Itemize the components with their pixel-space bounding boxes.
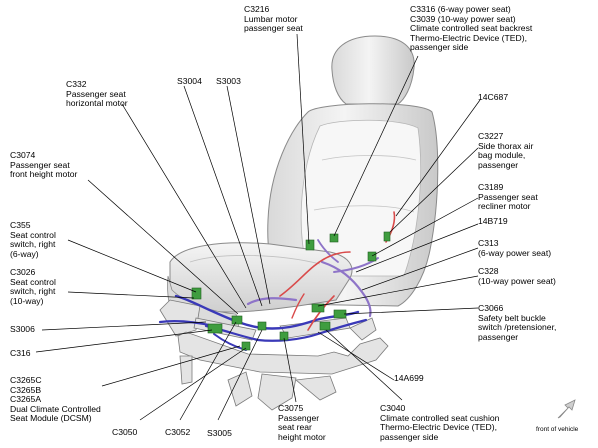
label-c355: C355 Seat control switch, right (6-way) xyxy=(10,220,56,259)
label-14b719: 14B719 xyxy=(478,216,508,226)
label-c3066: C3066 Safety belt buckle switch /pretens… xyxy=(478,303,557,342)
connector-s3005 xyxy=(257,321,267,331)
label-14a699: 14A699 xyxy=(394,373,424,383)
label-c3216: C3216 Lumbar motor passenger seat xyxy=(244,4,303,34)
label-c3074: C3074 Passenger seat front height motor xyxy=(10,150,78,180)
connector-c328 xyxy=(311,303,325,313)
label-s3003: S3003 xyxy=(216,76,241,86)
label-14c687: 14C687 xyxy=(478,92,509,102)
label-c3227: C3227 Side thorax air bag module, passen… xyxy=(478,131,534,170)
label-c3189: C3189 Passenger seat recliner motor xyxy=(478,182,538,212)
label-dcsm: C3265C C3265B C3265A Dual Climate Contro… xyxy=(10,375,101,424)
label-c316: C316 xyxy=(10,348,31,358)
label-c3026: C3026 Seat control switch, right (10-way… xyxy=(10,267,56,306)
label-c3050: C3050 xyxy=(112,427,138,437)
label-c328: C328 (10-way power seat) xyxy=(478,266,556,286)
connector-c3216 xyxy=(305,239,315,251)
label-front-of-vehicle: front of vehicle xyxy=(536,426,579,433)
connector-c3052 xyxy=(231,315,243,325)
connector-c3075 xyxy=(279,331,289,341)
connector-c3189 xyxy=(367,251,377,262)
front-of-vehicle-arrow-icon xyxy=(557,399,576,419)
label-c313: C313 (6-way power seat) xyxy=(478,238,552,258)
label-s3006: S3006 xyxy=(10,324,35,334)
label-s3004: S3004 xyxy=(177,76,202,86)
label-c3075: C3075 Passenger seat rear height motor xyxy=(278,403,326,442)
leader-lines xyxy=(35,33,481,421)
connector-c3316 xyxy=(329,233,339,243)
connector-c3040 xyxy=(319,321,331,331)
label-c332: C332 Passenger seat horizontal motor xyxy=(66,79,128,109)
label-s3005: S3005 xyxy=(207,428,232,438)
connector-c3227 xyxy=(383,231,391,242)
connector-c3050 xyxy=(241,341,251,351)
connectors xyxy=(191,231,391,351)
connector-c355 xyxy=(191,287,202,300)
label-c3316-c3039: C3316 (6-way power seat) C3039 (10-way p… xyxy=(410,4,533,53)
label-c3052: C3052 xyxy=(165,427,191,437)
label-c3040: C3040 Climate controlled seat cushion Th… xyxy=(380,403,500,442)
connector-dcsm xyxy=(207,323,223,334)
